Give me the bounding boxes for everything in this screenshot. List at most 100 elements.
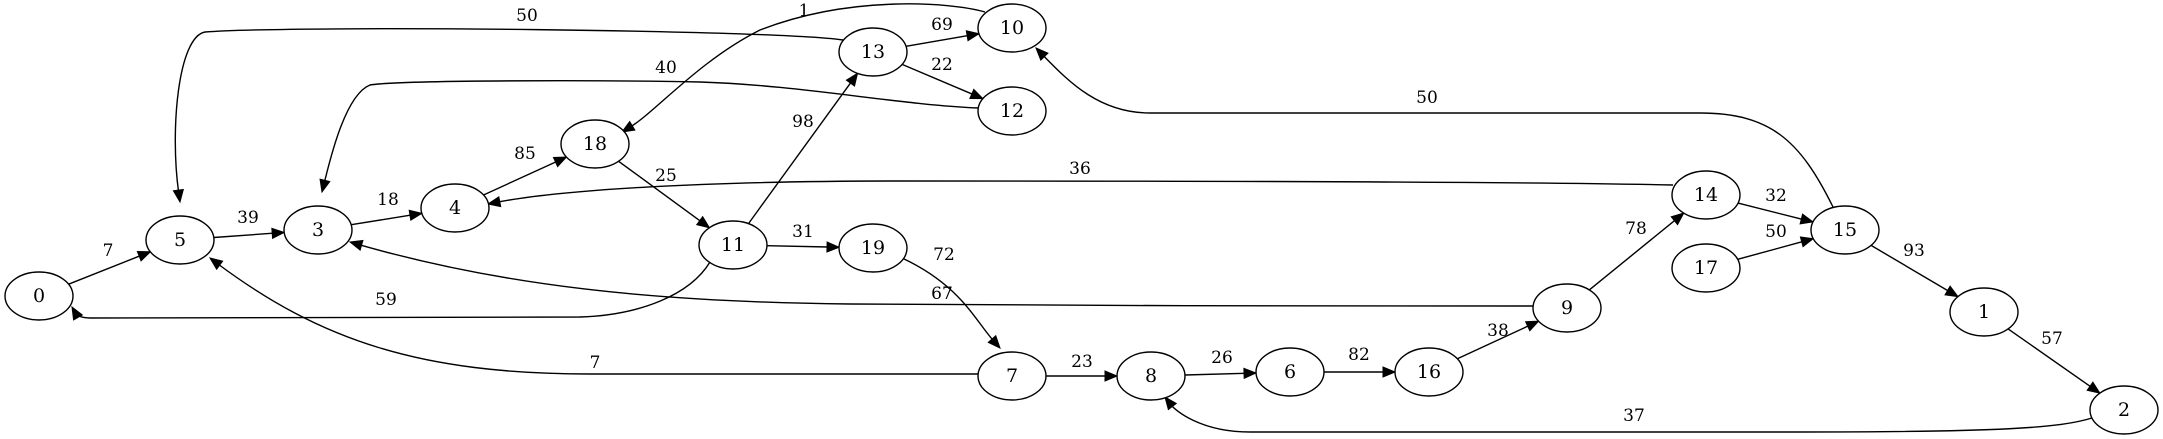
edge-14-to-15: 32 <box>1737 186 1815 225</box>
edge-6-to-16: 82 <box>1324 345 1397 378</box>
edge-line <box>1170 404 2093 433</box>
node-ellipse <box>145 215 215 265</box>
edge-8-to-6: 26 <box>1184 348 1258 380</box>
edge-weight-label: 98 <box>792 112 814 132</box>
edge-weight-label: 72 <box>933 245 955 265</box>
edge-arrowhead <box>695 215 711 229</box>
node-label: 12 <box>1000 100 1024 122</box>
edge-9-to-3: 67 <box>348 239 1535 307</box>
edge-arrowhead <box>136 251 152 262</box>
edge-arrowhead <box>1164 395 1178 411</box>
node-ellipse <box>977 86 1047 136</box>
edge-weight-label: 25 <box>655 166 677 186</box>
edge-weight-label: 50 <box>516 6 538 26</box>
node-label: 13 <box>861 41 885 63</box>
edge-weight-label: 50 <box>1416 88 1438 108</box>
edge-weight-label: 82 <box>1348 345 1370 365</box>
edge-arrowhead <box>845 72 859 87</box>
node-ellipse <box>1394 347 1464 397</box>
node-1: 1 <box>1949 287 2019 337</box>
edge-weight-label: 50 <box>1765 222 1787 242</box>
edge-line <box>747 81 852 225</box>
edge-15-to-10: 50 <box>1035 47 1834 208</box>
node-label: 16 <box>1417 361 1441 383</box>
edge-weight-label: 38 <box>1487 321 1509 341</box>
edge-weight-label: 69 <box>931 15 953 35</box>
node-ellipse <box>1671 170 1741 220</box>
edge-weight-label: 78 <box>1625 219 1647 239</box>
edge-arrowhead <box>172 188 184 204</box>
edge-weight-label: 59 <box>375 290 397 310</box>
node-ellipse <box>4 271 74 321</box>
edge-18-to-11: 25 <box>618 160 711 229</box>
node-ellipse <box>977 3 1047 53</box>
edge-arrowhead <box>1670 212 1685 226</box>
node-ellipse <box>1671 243 1741 293</box>
node-ellipse <box>560 119 630 169</box>
edge-13-to-12: 22 <box>901 55 985 100</box>
edge-arrowhead <box>1799 213 1815 225</box>
edge-arrowhead <box>1243 367 1258 380</box>
edge-weight-label: 7 <box>590 353 601 373</box>
edge-weight-label: 26 <box>1211 348 1233 368</box>
node-label: 6 <box>1284 361 1296 383</box>
node-ellipse <box>1532 283 1602 333</box>
edge-line <box>1737 202 1803 220</box>
node-9: 9 <box>1532 283 1602 333</box>
edge-13-to-5: 50 <box>172 6 844 204</box>
edge-arrowhead <box>826 241 841 253</box>
edge-4-to-18: 85 <box>483 144 568 196</box>
node-14: 14 <box>1671 170 1741 220</box>
edge-line <box>213 232 274 239</box>
edge-17-to-15: 50 <box>1737 222 1815 260</box>
node-13: 13 <box>838 27 908 77</box>
edge-15-to-1: 93 <box>1870 241 1960 298</box>
node-16: 16 <box>1394 347 1464 397</box>
node-label: 4 <box>449 197 461 219</box>
node-8: 8 <box>1116 351 1186 401</box>
edge-line <box>1588 219 1676 291</box>
node-ellipse <box>1810 205 1880 255</box>
edge-weight-label: 22 <box>931 55 953 75</box>
edge-arrowhead <box>1382 366 1397 378</box>
edge-2-to-8: 37 <box>1164 395 2093 433</box>
edge-arrowhead <box>1104 370 1119 382</box>
edge-arrowhead <box>408 209 424 221</box>
edge-arrowhead <box>71 305 84 321</box>
edge-arrowhead <box>2086 381 2101 394</box>
edge-1-to-2: 57 <box>2007 328 2101 394</box>
edge-19-to-7: 72 <box>901 245 1001 349</box>
edge-line <box>1737 240 1803 260</box>
edge-arrowhead <box>348 239 364 251</box>
node-ellipse <box>283 205 353 255</box>
edge-9-to-14: 78 <box>1588 212 1685 291</box>
node-18: 18 <box>560 119 630 169</box>
edge-weight-label: 31 <box>792 222 814 242</box>
edge-5-to-3: 39 <box>213 208 286 240</box>
node-label: 17 <box>1694 257 1718 279</box>
node-label: 19 <box>861 237 885 259</box>
node-2: 2 <box>2089 385 2159 435</box>
edge-weight-label: 57 <box>2041 329 2063 349</box>
node-11: 11 <box>698 220 768 270</box>
node-6: 6 <box>1255 347 1325 397</box>
node-3: 3 <box>283 205 353 255</box>
edge-arrowhead <box>1524 320 1540 332</box>
node-label: 10 <box>1000 17 1024 39</box>
edge-11-to-13: 98 <box>747 72 859 225</box>
node-ellipse <box>698 220 768 270</box>
node-label: 5 <box>174 229 186 251</box>
edge-line <box>497 180 1674 203</box>
edge-line <box>766 245 829 248</box>
edge-weight-label: 18 <box>377 190 399 210</box>
node-label: 0 <box>33 285 45 307</box>
edge-line <box>68 255 141 285</box>
edge-line <box>351 214 412 226</box>
node-ellipse <box>420 183 490 233</box>
edge-10-to-18: 1 <box>620 1 986 133</box>
node-label: 9 <box>1561 297 1573 319</box>
edge-line <box>630 3 986 128</box>
edge-line <box>323 80 980 183</box>
